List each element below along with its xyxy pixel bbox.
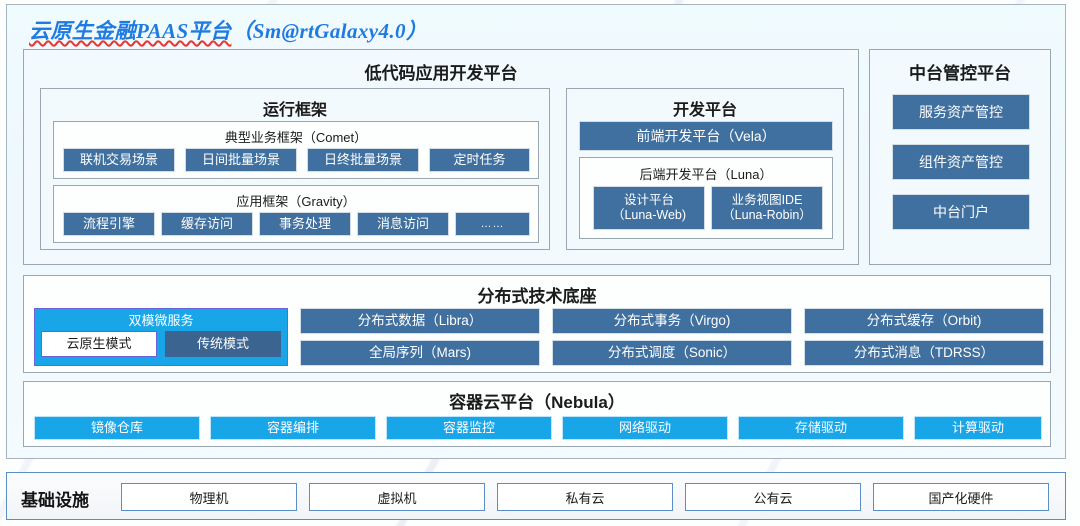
luna-robin-chip[interactable]: 业务视图IDE （Luna-Robin） [711,186,823,230]
comet-panel: 典型业务框架（Comet） 联机交易场景 日间批量场景 日终批量场景 定时任务 [53,121,539,179]
luna-web-line2: （Luna-Web) [611,208,687,222]
backend-platform-panel: 后端开发平台（Luna） 设计平台 （Luna-Web) 业务视图IDE （Lu… [579,157,833,239]
midplatform-item-1[interactable]: 服务资产管控 [892,94,1030,130]
techbase-r2-item-1[interactable]: 全局序列（Mars) [300,340,540,366]
gravity-item-4[interactable]: 消息访问 [357,212,449,236]
comet-item-1[interactable]: 联机交易场景 [63,148,175,172]
container-item-6[interactable]: 计算驱动 [914,416,1042,440]
page-title: 云原生金融PAAS平台（Sm@rtGalaxy4.0） [29,15,427,45]
lowcode-platform-title: 低代码应用开发平台 [364,64,518,83]
luna-robin-line2: （Luna-Robin） [722,208,812,222]
container-cloud-panel: 容器云平台（Nebula） 镜像仓库 容器编排 容器监控 网络驱动 存储驱动 计… [23,381,1051,447]
development-platform-title: 开发平台 [672,102,737,119]
techbase-r2-item-3[interactable]: 分布式消息（TDRSS） [804,340,1044,366]
dual-mode-title: 双模微服务 [128,313,194,328]
infrastructure-label: 基础设施 [21,491,89,510]
luna-robin-line1: 业务视图IDE [731,193,803,208]
container-item-3[interactable]: 容器监控 [386,416,552,440]
gravity-item-5[interactable]: …… [455,212,530,236]
comet-item-4[interactable]: 定时任务 [429,148,530,172]
platform-frame: 云原生金融PAAS平台（Sm@rtGalaxy4.0） 低代码应用开发平台 运行… [6,4,1066,459]
runtime-framework-panel: 运行框架 典型业务框架（Comet） 联机交易场景 日间批量场景 日终批量场景 … [40,88,550,250]
development-platform-panel: 开发平台 前端开发平台（Vela） 后端开发平台（Luna） 设计平台 （Lun… [566,88,844,250]
techbase-r2-item-2[interactable]: 分布式调度（Sonic） [552,340,792,366]
lowcode-platform-panel: 低代码应用开发平台 运行框架 典型业务框架（Comet） 联机交易场景 日间批量… [23,49,859,265]
container-cloud-title: 容器云平台（Nebula） [449,393,625,412]
comet-item-3[interactable]: 日终批量场景 [307,148,419,172]
gravity-title: 应用框架（Gravity） [236,194,356,209]
luna-web-chip[interactable]: 设计平台 （Luna-Web) [593,186,705,230]
gravity-panel: 应用框架（Gravity） 流程引擎 缓存访问 事务处理 消息访问 …… [53,185,539,243]
techbase-title: 分布式技术底座 [477,287,597,306]
infrastructure-bar: 基础设施 物理机 虚拟机 私有云 公有云 国产化硬件 [6,472,1066,520]
dual-mode-microservice-box: 双模微服务 云原生模式 传统模式 [34,308,288,366]
infra-item-4[interactable]: 公有云 [685,483,861,511]
infra-item-2[interactable]: 虚拟机 [309,483,485,511]
page-title-main: 云原生金融PAAS平台 [29,19,232,43]
container-item-5[interactable]: 存储驱动 [738,416,904,440]
infra-item-1[interactable]: 物理机 [121,483,297,511]
backend-platform-title: 后端开发平台（Luna） [639,167,773,182]
gravity-item-3[interactable]: 事务处理 [259,212,351,236]
techbase-r1-item-3[interactable]: 分布式缓存（Orbit) [804,308,1044,334]
container-item-2[interactable]: 容器编排 [210,416,376,440]
midplatform-panel: 中台管控平台 服务资产管控 组件资产管控 中台门户 [869,49,1051,265]
infra-item-5[interactable]: 国产化硬件 [873,483,1049,511]
techbase-panel: 分布式技术底座 双模微服务 云原生模式 传统模式 分布式数据（Libra） 分布… [23,275,1051,373]
comet-title: 典型业务框架（Comet） [224,130,368,145]
midplatform-title: 中台管控平台 [909,64,1011,83]
techbase-r1-item-2[interactable]: 分布式事务（Virgo) [552,308,792,334]
page-title-paren: （Sm@rtGalaxy4.0） [231,19,428,43]
dual-mode-row: 云原生模式 传统模式 [35,331,287,357]
frontend-platform-chip[interactable]: 前端开发平台（Vela） [579,121,833,151]
midplatform-item-3[interactable]: 中台门户 [892,194,1030,230]
cloud-native-mode-chip[interactable]: 云原生模式 [41,331,157,357]
techbase-r1-item-1[interactable]: 分布式数据（Libra） [300,308,540,334]
midplatform-item-2[interactable]: 组件资产管控 [892,144,1030,180]
gravity-item-2[interactable]: 缓存访问 [161,212,253,236]
traditional-mode-chip[interactable]: 传统模式 [165,331,281,357]
container-item-4[interactable]: 网络驱动 [562,416,728,440]
runtime-framework-title: 运行框架 [262,102,327,119]
gravity-item-1[interactable]: 流程引擎 [63,212,155,236]
luna-web-line1: 设计平台 [623,193,674,208]
comet-item-2[interactable]: 日间批量场景 [185,148,297,172]
infra-item-3[interactable]: 私有云 [497,483,673,511]
container-item-1[interactable]: 镜像仓库 [34,416,200,440]
